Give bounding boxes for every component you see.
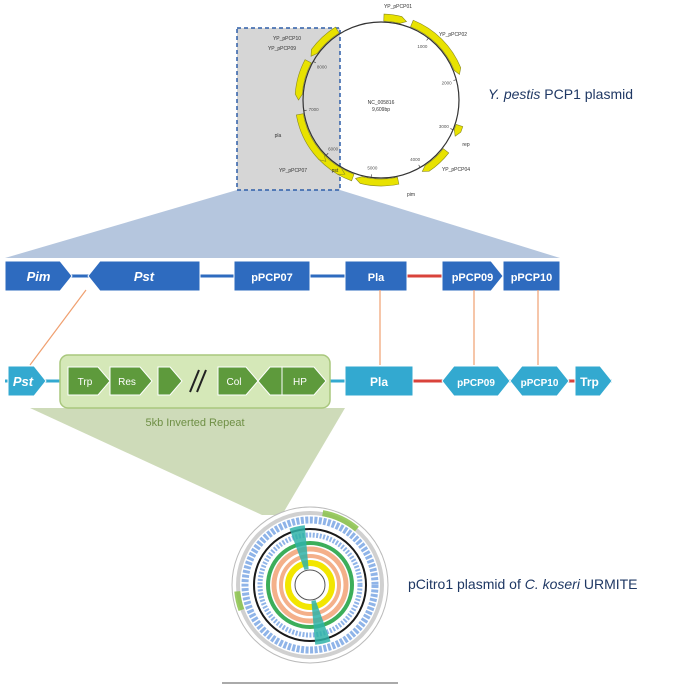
top-gene-arc-pla	[295, 113, 327, 162]
row2-gene-7-ppcp10-shape	[509, 365, 570, 397]
zoom-funnel-top	[5, 190, 560, 258]
top-tick-4000: 4000	[410, 157, 421, 162]
row1-gene-ppcp07-label: pPCP07	[251, 272, 293, 284]
row1-gene-pim-shape	[4, 260, 73, 292]
row2-gene-5-pla-label: Pla	[370, 375, 388, 389]
top-plasmid-map: 1000 2000 3000 4000 5000 6000 7000 8000 YP_pPCP…	[236, 4, 470, 198]
row2-gene-8-trp-label: Trp	[580, 375, 599, 389]
top-gene-arc-rep	[453, 124, 464, 137]
row2-gene-0-pst-shape	[7, 365, 47, 397]
row1-gene-ppcp07-shape	[233, 260, 311, 292]
top-tick-1000: 1000	[417, 44, 428, 49]
row2-gene-col-shape	[217, 366, 259, 396]
feature-green-arc	[322, 510, 359, 532]
bottom-plasmid-caption: pCitro1 plasmid of C. koseri URMITE	[408, 576, 638, 592]
row2-gene-map: Pst Pla pPCP09 pPCP10 Trp Trp Res Col HP 5kb Inve…	[5, 354, 613, 429]
row2-gene-7-ppcp10-label: pPCP10	[521, 378, 559, 389]
orange-ring	[271, 546, 349, 624]
top-gene-label-pla: pla	[275, 133, 282, 139]
top-tick-7000: 7000	[309, 107, 320, 112]
homology-links	[29, 289, 539, 366]
top-tick-5000: 5000	[367, 165, 378, 170]
top-gene-arc-yp-ppcp02	[410, 19, 462, 76]
top-plasmid-caption: Y. pestis PCP1 plasmid	[488, 86, 633, 102]
top-gene-label-yp-ppcp01: YP_pPCP01	[384, 4, 412, 10]
cds-ring-inner	[257, 532, 363, 638]
row2-small-gene-left-shape	[257, 366, 283, 396]
top-gene-label-rep: rep	[462, 142, 469, 148]
top-tick-mark-2000	[453, 79, 457, 81]
row2-gene-6-ppcp09-shape	[441, 365, 511, 397]
yellow-ring	[285, 560, 335, 610]
row1-gene-pst-shape	[87, 260, 201, 292]
cds-ring-outer	[241, 516, 379, 654]
feature-green-arc-2	[234, 591, 245, 611]
row2-gene-res-shape	[109, 366, 153, 396]
row1-gene-ppcp09-shape	[441, 260, 504, 292]
zoom-funnel-bottom	[30, 408, 345, 515]
top-gene-label-yp-ppcp10: YP_pPCP10	[273, 36, 301, 42]
row2-gene-8-trp-shape	[574, 365, 613, 397]
row1-gene-map: Pim Pst pPCP07 Pla pPCP09 pPCP10	[4, 260, 561, 292]
top-gene-arc-yp-ppcp10	[310, 26, 340, 57]
top-gene-label-yp-ppcp02: YP_pPCP02	[439, 32, 467, 38]
top-gene-arc-yp-ppcp09	[294, 59, 312, 101]
top-tick-3000: 3000	[439, 124, 450, 129]
plasmid-size: 9,609bp	[372, 107, 390, 113]
top-gene-label-yp-ppcp09: YP_pPCP09	[268, 46, 296, 52]
top-plasmid-circle	[302, 21, 460, 179]
center-ring	[294, 569, 326, 601]
row1-gene-ppcp10-shape	[502, 260, 561, 292]
row1-gene-pst-label: Pst	[134, 269, 155, 284]
row2-gene-trp-shape	[67, 366, 111, 396]
bottom-plasmid-map	[222, 506, 398, 684]
top-tick-mark-3000	[450, 128, 454, 130]
row2-gene-6-ppcp09-label: pPCP09	[457, 378, 495, 389]
row2-small-gene-shape	[157, 366, 183, 396]
repeat-band-top	[289, 525, 309, 570]
top-tick-mark-8000	[313, 61, 316, 64]
row2-gene-col-label: Col	[226, 377, 241, 388]
top-gene-label-pim: pim	[407, 192, 415, 198]
row2-gene-0-pst-label: Pst	[13, 374, 34, 389]
row1-gene-ppcp10-label: pPCP10	[511, 272, 553, 284]
top-tick-mark-1000	[426, 37, 429, 41]
top-gene-label-pst: pst	[332, 168, 339, 174]
top-tick-6000: 6000	[328, 146, 339, 151]
top-gene-label-yp-ppcp07: YP_pPCP07	[279, 168, 307, 174]
top-tick-mark-4000	[418, 164, 421, 168]
inverted-repeat-label: 5kb Inverted Repeat	[145, 417, 244, 429]
row2-gene-5-pla-shape	[344, 365, 414, 397]
green-ring	[266, 541, 354, 629]
row2-gene-res-label: Res	[118, 377, 136, 388]
grey-ring	[236, 511, 384, 659]
row1-gene-pim-label: Pim	[27, 269, 51, 284]
break-mark-b	[196, 369, 207, 393]
top-gene-label-yp-ppcp04: YP_pPCP04	[442, 167, 470, 173]
repeat-band-bottom	[311, 600, 331, 645]
top-gene-arc-yp-ppcp01	[383, 13, 408, 24]
plasmid-name: NC_005816	[368, 100, 395, 106]
link-pst	[29, 289, 87, 366]
orange-ring-2	[279, 554, 341, 616]
row2-gene-hp-label: HP	[293, 377, 307, 388]
top-tick-8000: 8000	[317, 64, 328, 69]
top-tick-mark-6000	[325, 153, 329, 156]
break-mark-a	[189, 369, 200, 393]
row1-gene-ppcp09-label: pPCP09	[452, 272, 494, 284]
row1-gene-pla-label: Pla	[368, 272, 385, 284]
top-gene-arc-yp-ppcp04	[421, 148, 450, 172]
row1-gene-pla-shape	[344, 260, 408, 292]
selection-box	[236, 27, 341, 191]
top-tick-2000: 2000	[442, 80, 453, 85]
top-gene-arc-pim	[354, 176, 400, 187]
black-ring	[253, 528, 367, 642]
row2-gene-trp-label: Trp	[78, 377, 93, 388]
